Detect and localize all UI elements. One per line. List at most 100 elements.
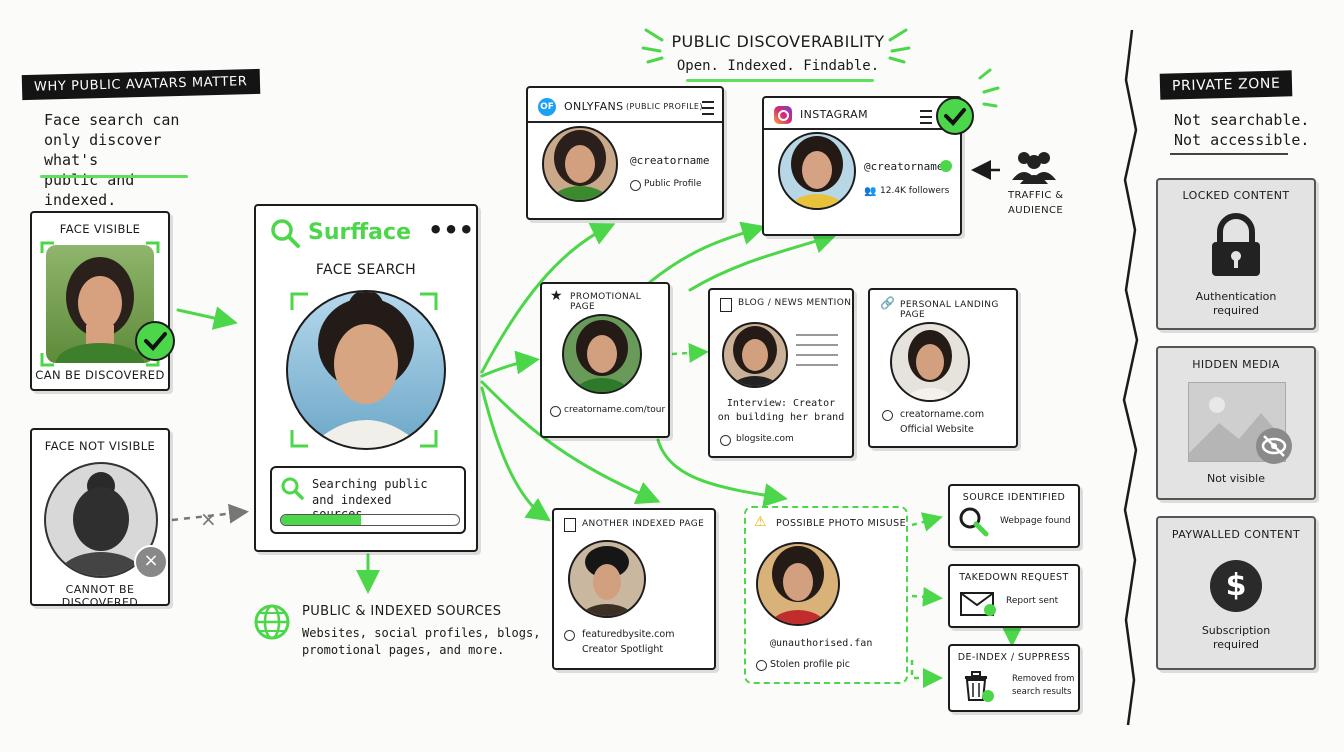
face-search-title: Face Search xyxy=(315,262,417,278)
why-description: Face search can only discover what's pub… xyxy=(44,110,214,210)
step-deindex: De-Index / Suppress Removed from search … xyxy=(948,644,1080,712)
onlyfans-card[interactable]: OF OnlyFans (Public Profile) @creatornam… xyxy=(526,86,724,220)
face-visible-card: Face Visible Can be discovered xyxy=(30,211,175,391)
landing-sub: Official Website xyxy=(900,424,974,435)
promo-title: Promotional Page xyxy=(570,292,642,312)
instagram-handle: @creatorname xyxy=(864,160,944,173)
blog-line-1: Interview: Creator xyxy=(726,398,836,409)
paywalled-card: Paywalled Content $ Subscription require… xyxy=(1156,516,1316,670)
instagram-avatar xyxy=(778,132,856,210)
warning-icon: ⚠ xyxy=(754,514,767,530)
misuse-card[interactable]: ⚠ Possible Photo Misuse @unauthorised.fa… xyxy=(744,506,908,684)
promo-url: creatorname.com/tour xyxy=(564,405,666,415)
locked-line-2: required xyxy=(1212,304,1260,317)
another-avatar xyxy=(568,540,646,618)
landing-card[interactable]: 🔗 Personal Landing Page creatorname.com … xyxy=(868,288,1018,448)
face-visible-title: Face Visible xyxy=(59,222,141,236)
trash-icon xyxy=(965,671,994,702)
locked-line-1: Authentication xyxy=(1195,290,1277,303)
audience-icon xyxy=(1012,152,1056,184)
paywalled-line-2: required xyxy=(1212,638,1260,651)
dollar-icon: $ xyxy=(1210,560,1262,612)
hamburger-icon[interactable] xyxy=(920,110,932,124)
onlyfans-note: (Public Profile) xyxy=(626,102,703,111)
private-line-2: Not accessible. xyxy=(1174,131,1310,149)
search-status-box: Searching public and indexed sources... xyxy=(270,466,466,534)
misuse-sub: Stolen profile pic xyxy=(770,659,851,670)
landing-title: Personal Landing Page xyxy=(900,300,999,320)
instagram-check-icon xyxy=(936,97,974,135)
searched-face-photo xyxy=(286,290,446,450)
blog-url: blogsite.com xyxy=(736,434,794,444)
locked-content-card: Locked Content Authentication required xyxy=(1156,178,1316,330)
promo-avatar xyxy=(562,314,642,394)
globe-small-icon xyxy=(550,406,561,417)
sources-line-1: Websites, social profiles, blogs, xyxy=(302,626,541,640)
zone-divider xyxy=(1122,29,1139,726)
star-icon: ★ xyxy=(550,288,563,304)
magnifier-icon xyxy=(281,477,304,500)
sources-title: Public & Indexed Sources xyxy=(302,604,502,619)
envelope-icon xyxy=(960,592,996,616)
why-underline xyxy=(40,175,188,178)
landing-avatar xyxy=(890,322,970,402)
face-visible-photo xyxy=(46,245,154,363)
step-title: De-Index / Suppress xyxy=(957,652,1071,663)
text-lines-icon xyxy=(796,334,838,366)
document-icon xyxy=(564,518,576,532)
blog-card[interactable]: Blog / News Mention Interview: Creator o… xyxy=(708,288,854,458)
face-hidden-caption: Cannot be discovered xyxy=(61,583,139,609)
why-line-2: only discover what's xyxy=(44,131,162,169)
private-description: Not searchable. Not accessible. xyxy=(1174,110,1314,150)
step-title: Source Identified xyxy=(962,492,1066,503)
verified-icon xyxy=(940,160,952,172)
globe-small-icon xyxy=(630,180,641,191)
another-card[interactable]: Another Indexed Page featuredbysite.com … xyxy=(552,508,716,670)
face-hidden-card: Face Not Visible × Cannot be discovered xyxy=(30,428,170,609)
blog-title: Blog / News Mention xyxy=(738,298,852,308)
search-panel: Surfface ••• Face Search Searching publi… xyxy=(254,204,478,552)
header-rule xyxy=(528,121,722,123)
document-icon xyxy=(720,298,732,312)
instagram-card[interactable]: Instagram @creatorname 👥 12.4K followers xyxy=(762,96,962,236)
misuse-title: Possible Photo Misuse xyxy=(776,518,906,529)
step-source-identified: Source Identified Webpage found xyxy=(948,484,1080,548)
step-line: Removed from xyxy=(1012,674,1075,684)
step-takedown: Takedown Request Report sent xyxy=(948,564,1080,628)
why-line-1: Face search can xyxy=(44,111,180,129)
another-title: Another Indexed Page xyxy=(582,519,705,529)
step-title: Takedown Request xyxy=(959,572,1069,583)
header-rule xyxy=(764,128,960,130)
paywalled-line-1: Subscription xyxy=(1201,624,1271,637)
globe-small-icon xyxy=(756,660,767,671)
traffic-line-1: Traffic & xyxy=(1008,190,1064,201)
blog-avatar xyxy=(722,322,788,388)
check-icon xyxy=(135,321,175,361)
promo-card[interactable]: ★ Promotional Page creatorname.com/tour xyxy=(540,282,670,438)
face-visible-caption: Can be discovered xyxy=(35,368,165,382)
eye-off-icon xyxy=(1256,428,1292,464)
panel-menu-icon[interactable]: ••• xyxy=(428,216,475,244)
face-visible-frame xyxy=(40,241,160,367)
another-url: featuredbysite.com xyxy=(582,629,675,640)
discoverability-underline xyxy=(686,79,874,82)
instagram-followers: 12.4K followers xyxy=(880,186,950,196)
private-line-1: Not searchable. xyxy=(1174,111,1310,129)
landing-url: creatorname.com xyxy=(900,409,985,420)
discoverability-title: Public Discoverability xyxy=(671,32,885,51)
blocked-x: × xyxy=(200,507,217,531)
onlyfans-logo-icon: OF xyxy=(538,98,556,116)
status-line-1: Searching public xyxy=(312,477,428,491)
hamburger-icon[interactable] xyxy=(702,101,714,115)
hidden-line-1: Not visible xyxy=(1207,472,1265,485)
globe-small-icon xyxy=(564,630,575,641)
step-line: Webpage found xyxy=(1000,516,1071,526)
sources-line-2: promotional pages, and more. xyxy=(302,643,505,657)
brand-name: Surfface xyxy=(308,220,411,245)
search-icon xyxy=(271,219,300,248)
followers-icon: 👥 xyxy=(864,186,877,197)
private-underline xyxy=(1170,153,1288,155)
globe-icon xyxy=(254,604,290,640)
locked-title: Locked Content xyxy=(1182,189,1290,202)
